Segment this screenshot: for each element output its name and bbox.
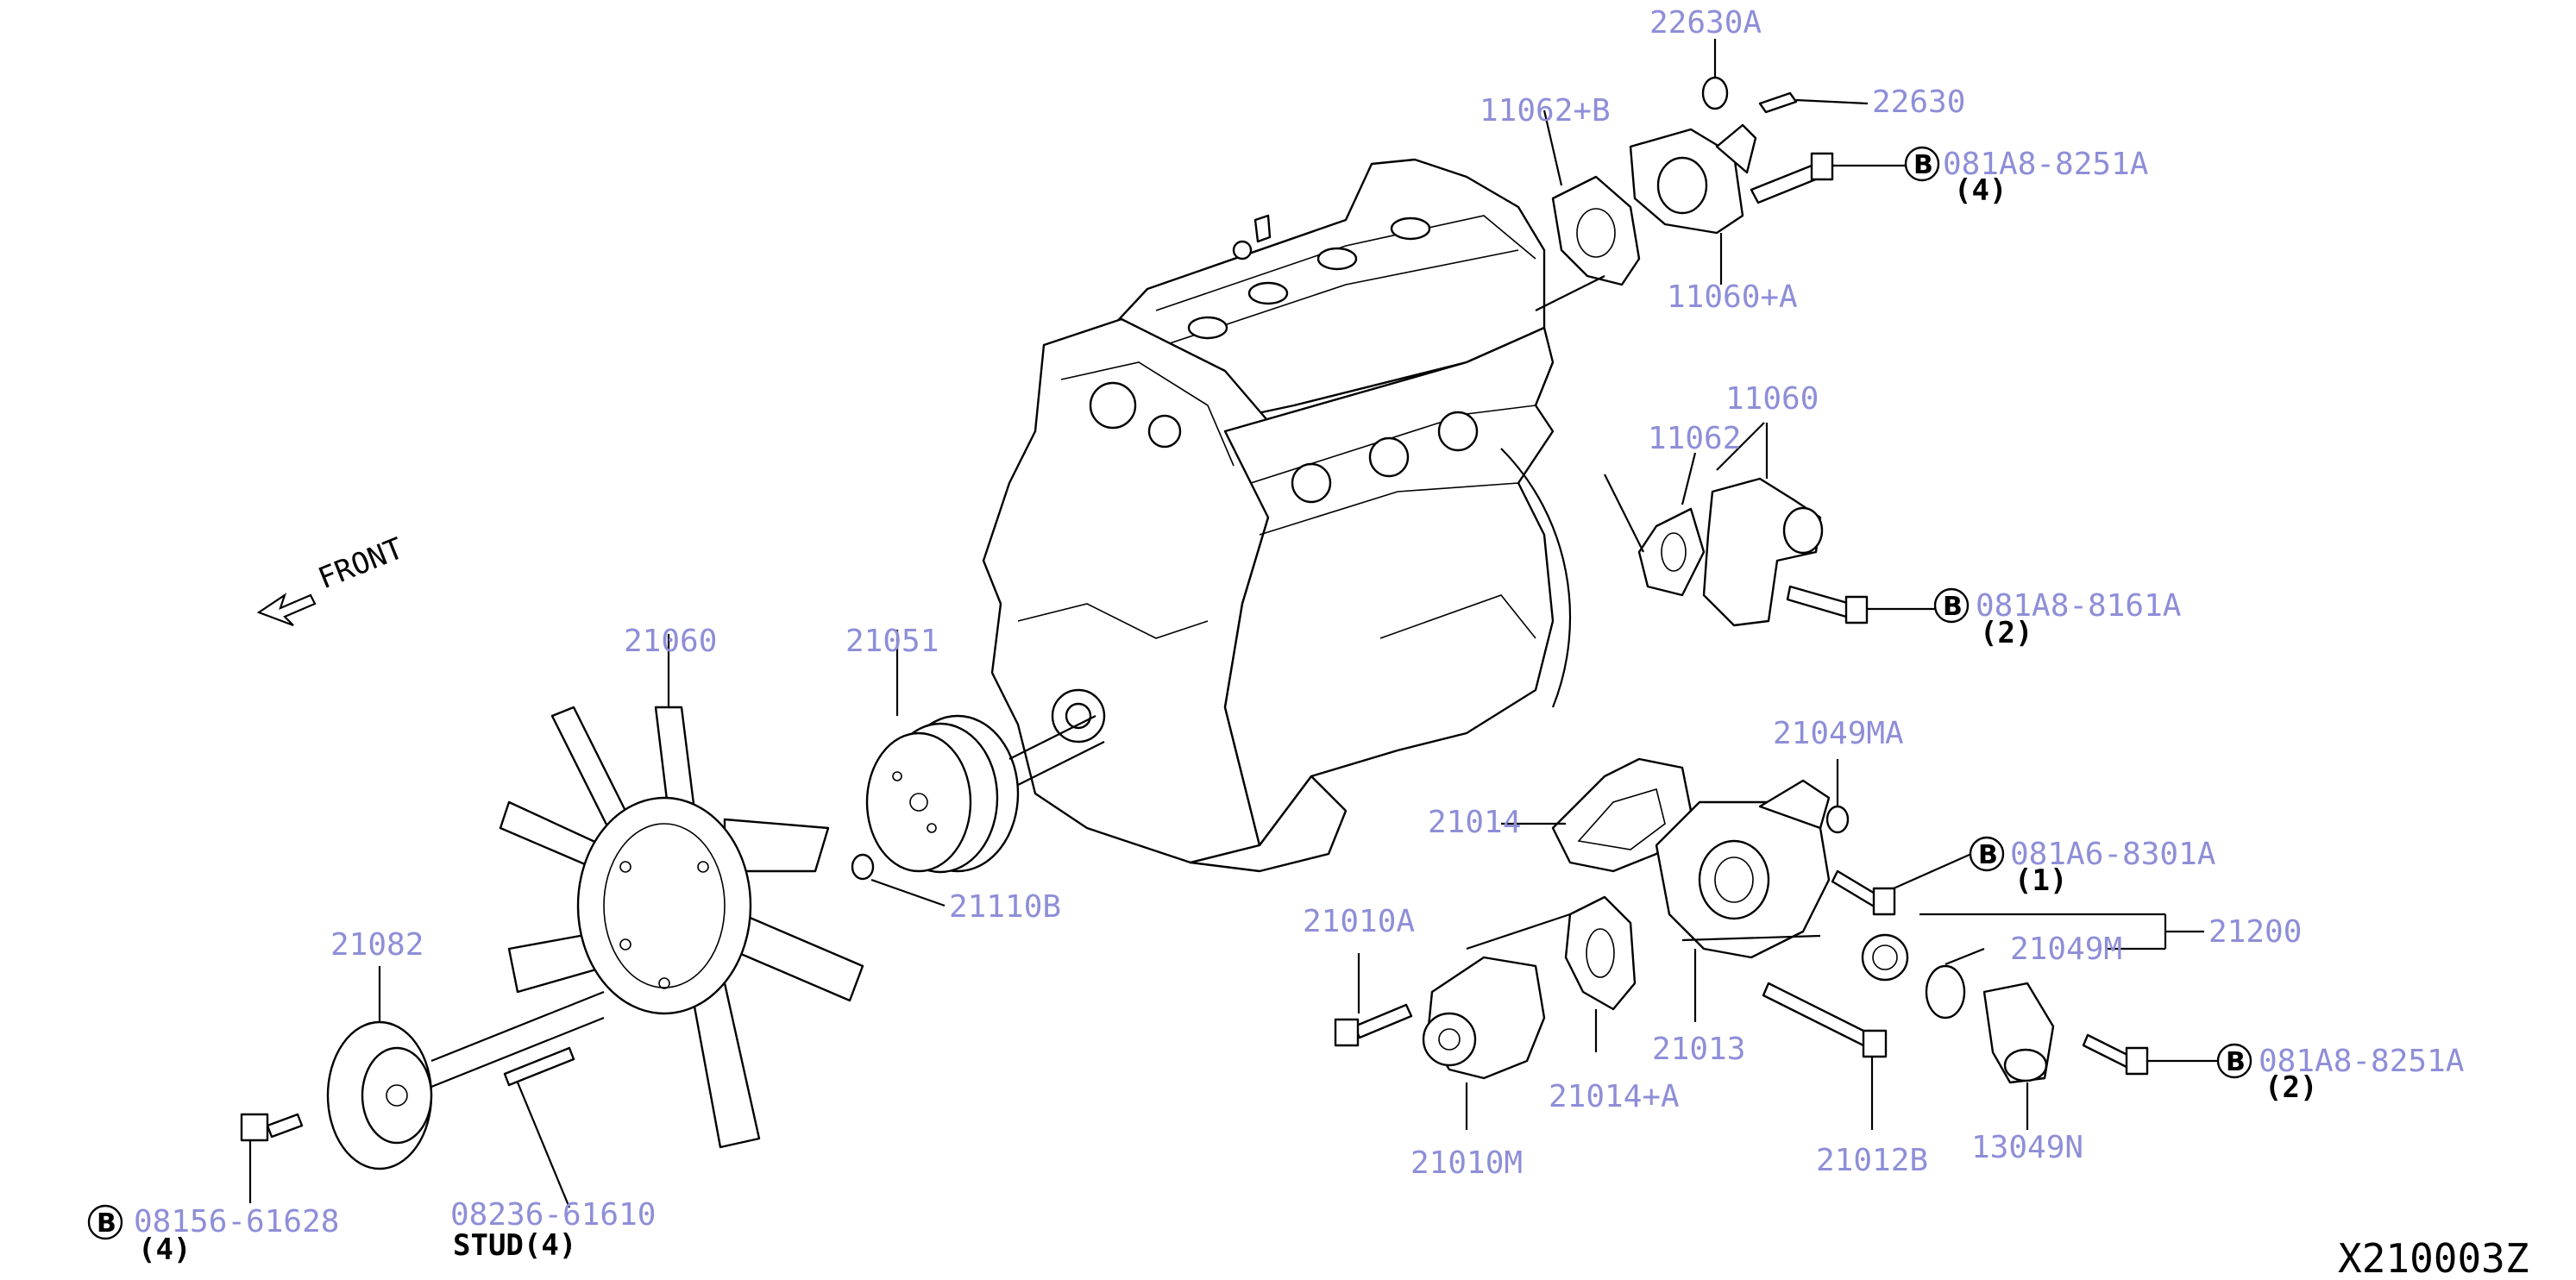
bolt-callout-081A8-8161A: B 081A8-8161A (2): [1933, 587, 2182, 650]
bolt-symbol-icon: B: [2226, 1047, 2246, 1077]
part-label-11060: 11060: [1725, 381, 1819, 417]
part-label-21014: 21014: [1428, 805, 1521, 840]
bolt-symbol-icon: B: [1943, 592, 1963, 622]
quantity-label-8301A: (1): [2014, 863, 2067, 898]
front-direction-arrow: FRONT: [256, 531, 408, 627]
water-pump-assembly-drawing: [1334, 757, 2221, 1130]
bolt-callout-081A6-8301A: B 081A6-8301A (1): [1969, 836, 2216, 898]
quantity-label-top: (4): [1954, 173, 2007, 208]
part-label-081A6-8301A: 081A6-8301A: [2010, 837, 2216, 872]
bolt-callout-08156-61628: B 08156-61628 (4): [87, 1204, 339, 1267]
bolt-callout-081A8-8251A-bottom: B 081A8-8251A (2): [2216, 1043, 2465, 1105]
part-label-08236-61610: 08236-61610: [450, 1197, 656, 1233]
part-label-21110B: 21110B: [949, 889, 1061, 925]
bolt-symbol-icon: B: [1978, 840, 1998, 870]
part-label-11062: 11062: [1648, 421, 1741, 456]
bolt-callout-081A8-8251A-top: B 081A8-8251A (4): [1904, 146, 2149, 208]
part-label-11062B: 11062+B: [1480, 93, 1611, 129]
quantity-label-8161A: (2): [1980, 616, 2033, 650]
part-label-22630A: 22630A: [1649, 5, 1762, 41]
part-label-081A8-8251A-top: 081A8-8251A: [1943, 147, 2149, 182]
part-label-21049M: 21049M: [2010, 932, 2122, 967]
part-label-081A8-8251A-bottom: 081A8-8251A: [2259, 1044, 2465, 1079]
part-label-22630: 22630: [1872, 85, 1965, 120]
fan-and-pulley-drawing: [240, 630, 1105, 1208]
part-label-21049MA: 21049MA: [1773, 716, 1904, 751]
part-label-21060: 21060: [624, 624, 717, 659]
part-label-11060A: 11060+A: [1667, 279, 1798, 315]
stud-quantity-label: STUD(4): [453, 1228, 576, 1263]
part-label-21013: 21013: [1652, 1032, 1745, 1067]
part-label-21012B: 21012B: [1816, 1143, 1928, 1178]
engine-block-drawing: [982, 158, 1572, 873]
part-label-081A8-8161A: 081A8-8161A: [1976, 588, 2182, 624]
part-label-21014A: 21014+A: [1549, 1079, 1680, 1114]
quantity-label-8251A-bottom: (2): [2265, 1070, 2317, 1105]
part-label-21051: 21051: [845, 624, 939, 659]
part-label-13049N: 13049N: [1971, 1130, 2083, 1165]
water-outlet-upper-drawing: [1535, 39, 1907, 311]
front-label: FRONT: [313, 531, 408, 596]
part-label-21010M: 21010M: [1411, 1145, 1523, 1181]
part-label-08156-61628: 08156-61628: [134, 1204, 339, 1239]
diagram-code: X210003Z: [2338, 1235, 2529, 1280]
quantity-label-08156: (4): [138, 1233, 191, 1267]
part-label-21010A: 21010A: [1303, 904, 1415, 939]
water-outlet-middle-drawing: [1604, 422, 1937, 627]
part-label-21200: 21200: [2208, 914, 2302, 950]
arrow-icon: [256, 593, 317, 627]
part-label-21082: 21082: [330, 927, 424, 963]
bolt-symbol-icon: B: [1913, 150, 1933, 180]
bolt-symbol-icon: B: [97, 1208, 116, 1239]
